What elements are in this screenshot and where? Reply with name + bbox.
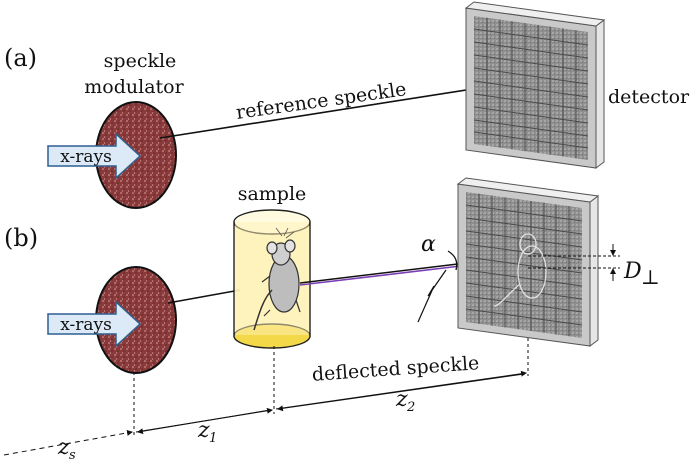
d-perp-subscript: ⊥	[641, 265, 660, 289]
mouse-shadow	[493, 233, 547, 307]
zs-label: z	[57, 435, 70, 460]
z2-axis-back	[277, 373, 525, 412]
detector-a	[464, 1, 606, 169]
reference-speckle-label: reference speckle	[235, 78, 408, 124]
zs-subscript: s	[69, 448, 76, 461]
incident-ray-b	[167, 289, 241, 304]
deflected-pointer	[417, 269, 447, 323]
panel-b-label: (b)	[4, 224, 38, 252]
xray-label-b: x-rays	[60, 315, 112, 335]
modulator-label-line1: speckle	[104, 50, 177, 72]
z2-label: z	[395, 387, 408, 412]
z2-subscript: 2	[406, 400, 415, 415]
z1-label: z	[197, 418, 210, 443]
xray-label-a: x-rays	[60, 147, 112, 167]
mouse-sketch	[253, 227, 301, 331]
sample-label: sample	[238, 183, 307, 205]
detector-label: detector	[608, 86, 690, 108]
xray-arrow-b	[47, 300, 142, 348]
deflected-speckle-label: deflected speckle	[311, 352, 480, 386]
detector-b	[456, 177, 600, 347]
alpha-symbol: α	[421, 232, 436, 257]
d-perp-symbol: D	[623, 259, 642, 284]
sample-cylinder	[233, 209, 311, 349]
modulator-label-line2: modulator	[84, 76, 184, 98]
zs-axis	[3, 429, 133, 456]
z1-subscript: 1	[209, 431, 217, 446]
z1-axis-back	[137, 409, 271, 435]
panel-a-label: (a)	[4, 44, 37, 72]
alpha-arc	[447, 250, 458, 271]
undeflected-ray	[299, 262, 467, 284]
xray-arrow-a	[47, 132, 142, 180]
